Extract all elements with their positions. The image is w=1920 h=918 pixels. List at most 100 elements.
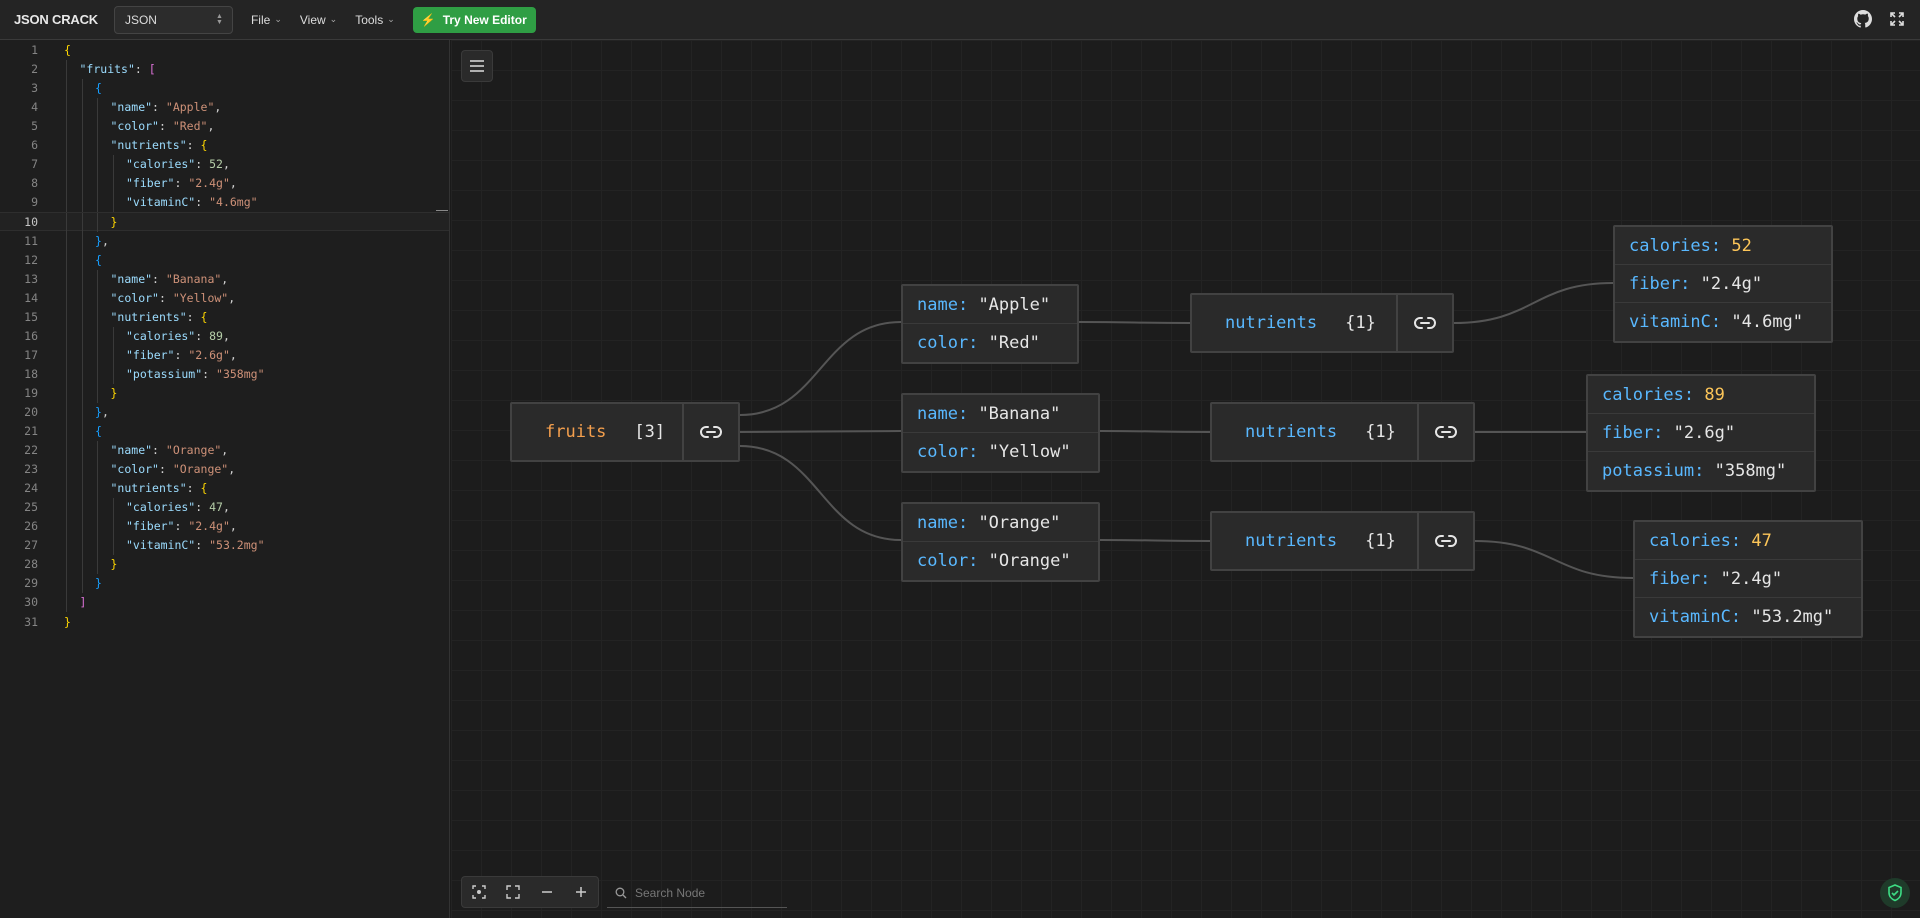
indent-guide <box>97 174 98 194</box>
code-line[interactable]: 18"potassium": "358mg" <box>0 364 449 384</box>
line-number: 5 <box>31 119 38 134</box>
code-line[interactable]: 11}, <box>0 231 449 251</box>
line-text: } <box>110 385 118 400</box>
code-line[interactable]: 6"nutrients": { <box>0 136 449 156</box>
indent-guide <box>81 517 83 537</box>
line-text: { <box>95 252 102 267</box>
indent-guide <box>66 60 67 80</box>
code-line[interactable]: 31} <box>0 613 449 632</box>
node-row: vitaminC: "53.2mg" <box>1649 607 1834 627</box>
code-editor[interactable]: 1{2"fruits": [3{4"name": "Apple",5"color… <box>0 40 450 918</box>
code-line[interactable]: 15"nutrients": { <box>0 307 449 327</box>
line-number: 19 <box>24 385 38 400</box>
code-line[interactable]: 8"fiber": "2.4g", <box>0 174 449 194</box>
code-line[interactable]: 24"nutrients": { <box>0 479 449 499</box>
code-line[interactable]: 3{ <box>0 79 449 99</box>
edge-object-to-nutrients <box>1078 321 1191 324</box>
code-line[interactable]: 4 "name": "Apple", <box>0 98 449 118</box>
privacy-shield-button[interactable] <box>1880 878 1910 908</box>
code-line[interactable]: 7"calories": 52, <box>0 155 449 175</box>
object-node[interactable]: name: "Apple"color: "Red" <box>901 284 1079 364</box>
collapse-link-icon[interactable] <box>1396 295 1452 351</box>
indent-guide <box>66 517 67 537</box>
code-line[interactable]: 17"fiber": "2.6g", <box>0 345 449 365</box>
indent-guide <box>66 422 67 441</box>
code-line[interactable]: 9"vitaminC": "4.6mg" <box>0 193 449 213</box>
line-number: 13 <box>24 271 38 286</box>
code-line[interactable]: 26"fiber": "2.4g", <box>0 517 449 537</box>
collapse-link-icon[interactable] <box>682 404 738 460</box>
edge-object-to-nutrients <box>1099 539 1211 542</box>
object-node[interactable]: name: "Orange"color: "Orange" <box>901 502 1100 582</box>
code-line[interactable]: 30] <box>0 593 449 613</box>
code-line[interactable]: 16"calories": 89, <box>0 326 449 346</box>
indent-guide <box>66 536 67 556</box>
code-line[interactable]: 19} <box>0 383 449 403</box>
line-number: 3 <box>31 81 38 96</box>
zoom-out-button[interactable] <box>530 877 564 907</box>
indent-guide <box>81 479 83 499</box>
indent-guide <box>81 402 83 422</box>
code-line[interactable]: 27"vitaminC": "53.2mg" <box>0 536 449 556</box>
line-text: "name": "Apple", <box>110 100 222 115</box>
code-line[interactable]: 1{ <box>0 41 449 60</box>
format-select[interactable]: JSON ▲▼ <box>113 5 233 34</box>
line-number: 14 <box>24 290 38 305</box>
focus-button[interactable] <box>462 877 496 907</box>
line-number: 4 <box>31 100 38 115</box>
fruits-array-node[interactable]: fruits [3] <box>510 402 740 462</box>
fullscreen-icon[interactable] <box>1890 12 1904 26</box>
code-line[interactable]: 2"fruits": [ <box>0 60 449 80</box>
graph-canvas[interactable]: fruits [3] name: "Apple"color: "Red" nutr… <box>451 40 1920 918</box>
scroll-marker <box>436 210 448 211</box>
code-line[interactable]: 12 { <box>0 250 449 270</box>
line-text: "fruits": [ <box>79 62 156 77</box>
try-new-editor-button[interactable]: ⚡ Try New Editor <box>412 6 536 33</box>
node-row: color: "Yellow" <box>917 442 1071 462</box>
zoom-in-button[interactable] <box>564 877 598 907</box>
graph-edges <box>739 282 1634 579</box>
indent-guide <box>97 441 98 461</box>
line-text: }, <box>95 233 109 248</box>
nutrients-node[interactable]: nutrients{1} <box>1210 402 1475 462</box>
line-text: "name": "Orange", <box>110 443 229 458</box>
collapse-link-icon[interactable] <box>1417 513 1473 569</box>
collapse-link-icon[interactable] <box>1417 404 1473 460</box>
search-input[interactable] <box>635 885 775 900</box>
code-line[interactable]: 29} <box>0 574 449 594</box>
code-line[interactable]: 20}, <box>0 402 449 422</box>
file-menu[interactable]: File⌄ <box>251 13 282 27</box>
line-text: "nutrients": { <box>110 309 208 324</box>
nutrients-node[interactable]: nutrients{1} <box>1190 293 1454 353</box>
line-number: 12 <box>24 252 38 267</box>
code-line[interactable]: 23"color": "Orange", <box>0 460 449 480</box>
github-icon[interactable] <box>1854 10 1872 28</box>
view-menu[interactable]: View⌄ <box>300 13 337 27</box>
indent-guide <box>81 174 83 194</box>
fit-view-button[interactable] <box>496 877 530 907</box>
edge-root-to-object <box>739 430 902 433</box>
canvas-menu-button[interactable] <box>461 50 493 82</box>
nutrients-node[interactable]: nutrients{1} <box>1210 511 1475 571</box>
code-line[interactable]: 25"calories": 47, <box>0 498 449 518</box>
object-node[interactable]: name: "Banana"color: "Yellow" <box>901 393 1100 473</box>
indent-guide <box>81 441 83 461</box>
code-line[interactable]: 5"color": "Red", <box>0 117 449 137</box>
search-node <box>607 878 787 908</box>
tools-menu[interactable]: Tools⌄ <box>355 13 395 27</box>
code-line[interactable]: 28} <box>0 555 449 575</box>
code-line[interactable]: 22"name": "Orange", <box>0 441 449 461</box>
code-line[interactable]: 14"color": "Yellow", <box>0 288 449 308</box>
app-logo[interactable]: JSON CRACK <box>14 12 98 27</box>
minus-icon <box>542 891 552 893</box>
indent-guide <box>81 498 83 518</box>
code-line[interactable]: 10} <box>0 212 449 233</box>
indent-guide <box>97 307 98 327</box>
indent-guide <box>66 155 67 175</box>
code-line[interactable]: 21{ <box>0 422 449 441</box>
line-text: "nutrients": { <box>110 481 208 496</box>
code-line[interactable]: 13"name": "Banana", <box>0 269 449 289</box>
